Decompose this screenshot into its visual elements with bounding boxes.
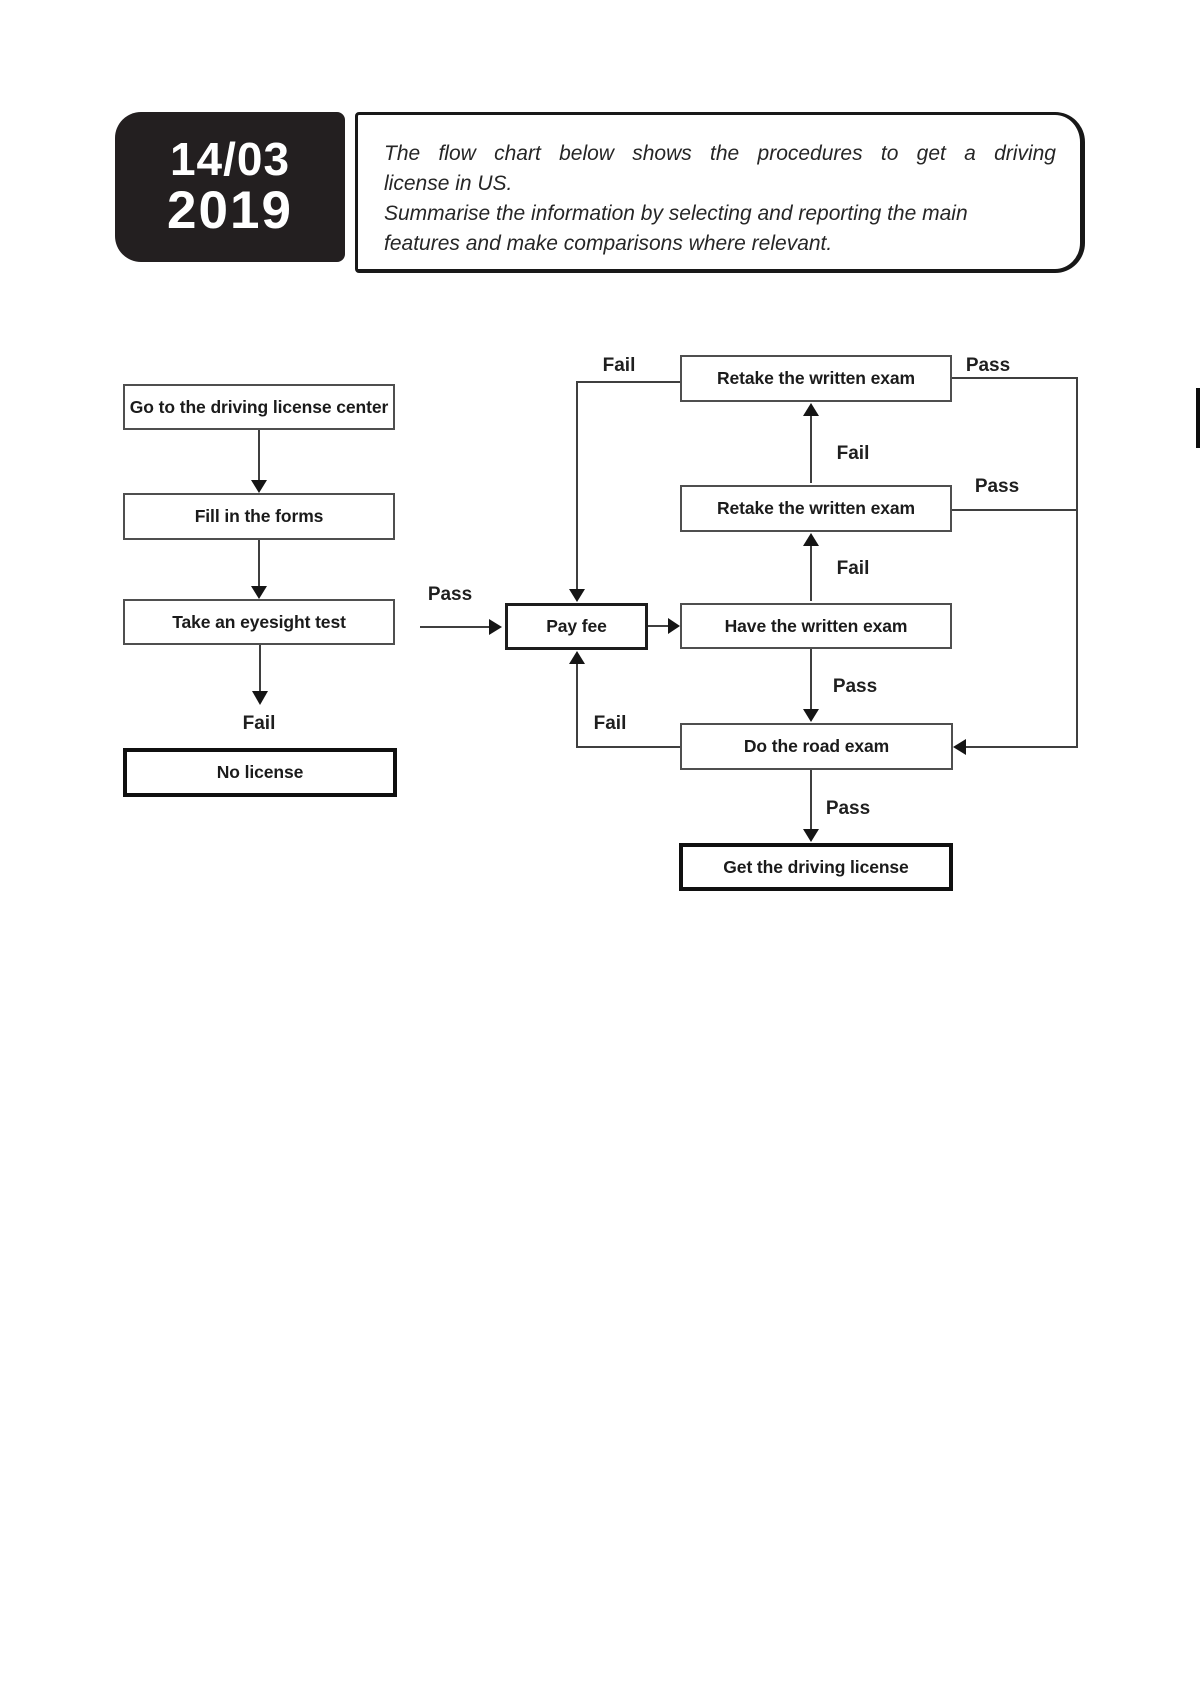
edge-label-pass-retake-mid: Pass: [974, 476, 1020, 497]
node-written-exam: Have the written exam: [680, 603, 952, 649]
date-year: 2019: [167, 181, 293, 241]
instruction-line: Summarise the information by selecting a…: [384, 202, 968, 225]
edge-label-pass-written: Pass: [832, 676, 878, 697]
node-fill-forms: Fill in the forms: [123, 493, 395, 540]
node-eyesight-test: Take an eyesight test: [123, 599, 395, 645]
node-road-exam: Do the road exam: [680, 723, 953, 770]
node-no-license: No license: [123, 748, 397, 797]
instruction-line: features and make comparisons where rele…: [384, 232, 833, 255]
date-badge: 14/03 2019: [115, 112, 345, 262]
node-retake-written-mid: Retake the written exam: [680, 485, 952, 532]
edge-label-fail-retake-mid: Fail: [836, 443, 870, 464]
edge-label-pass-road: Pass: [825, 798, 871, 819]
page-edge-mark: [1196, 388, 1200, 448]
edge-label-fail-written: Fail: [836, 558, 870, 579]
date-day-month: 14/03: [169, 132, 291, 185]
instruction-line: license in US.: [384, 172, 513, 195]
node-get-license: Get the driving license: [679, 843, 953, 891]
node-retake-written-top: Retake the written exam: [680, 355, 952, 402]
node-pay-fee: Pay fee: [505, 603, 648, 650]
edge-label-fail-eyesight: Fail: [242, 713, 276, 734]
edge-label-pass-retake-top: Pass: [965, 355, 1011, 376]
node-go-to-center: Go to the driving license center: [123, 384, 395, 430]
task-instruction-box: The flow chart below shows the procedure…: [355, 112, 1085, 273]
edge-label-fail-road: Fail: [593, 713, 627, 734]
edge-label-fail-retake-top: Fail: [602, 355, 636, 376]
edge-label-pass-eyesight: Pass: [427, 584, 473, 605]
instruction-line: The flow chart below shows the procedure…: [384, 142, 1056, 165]
